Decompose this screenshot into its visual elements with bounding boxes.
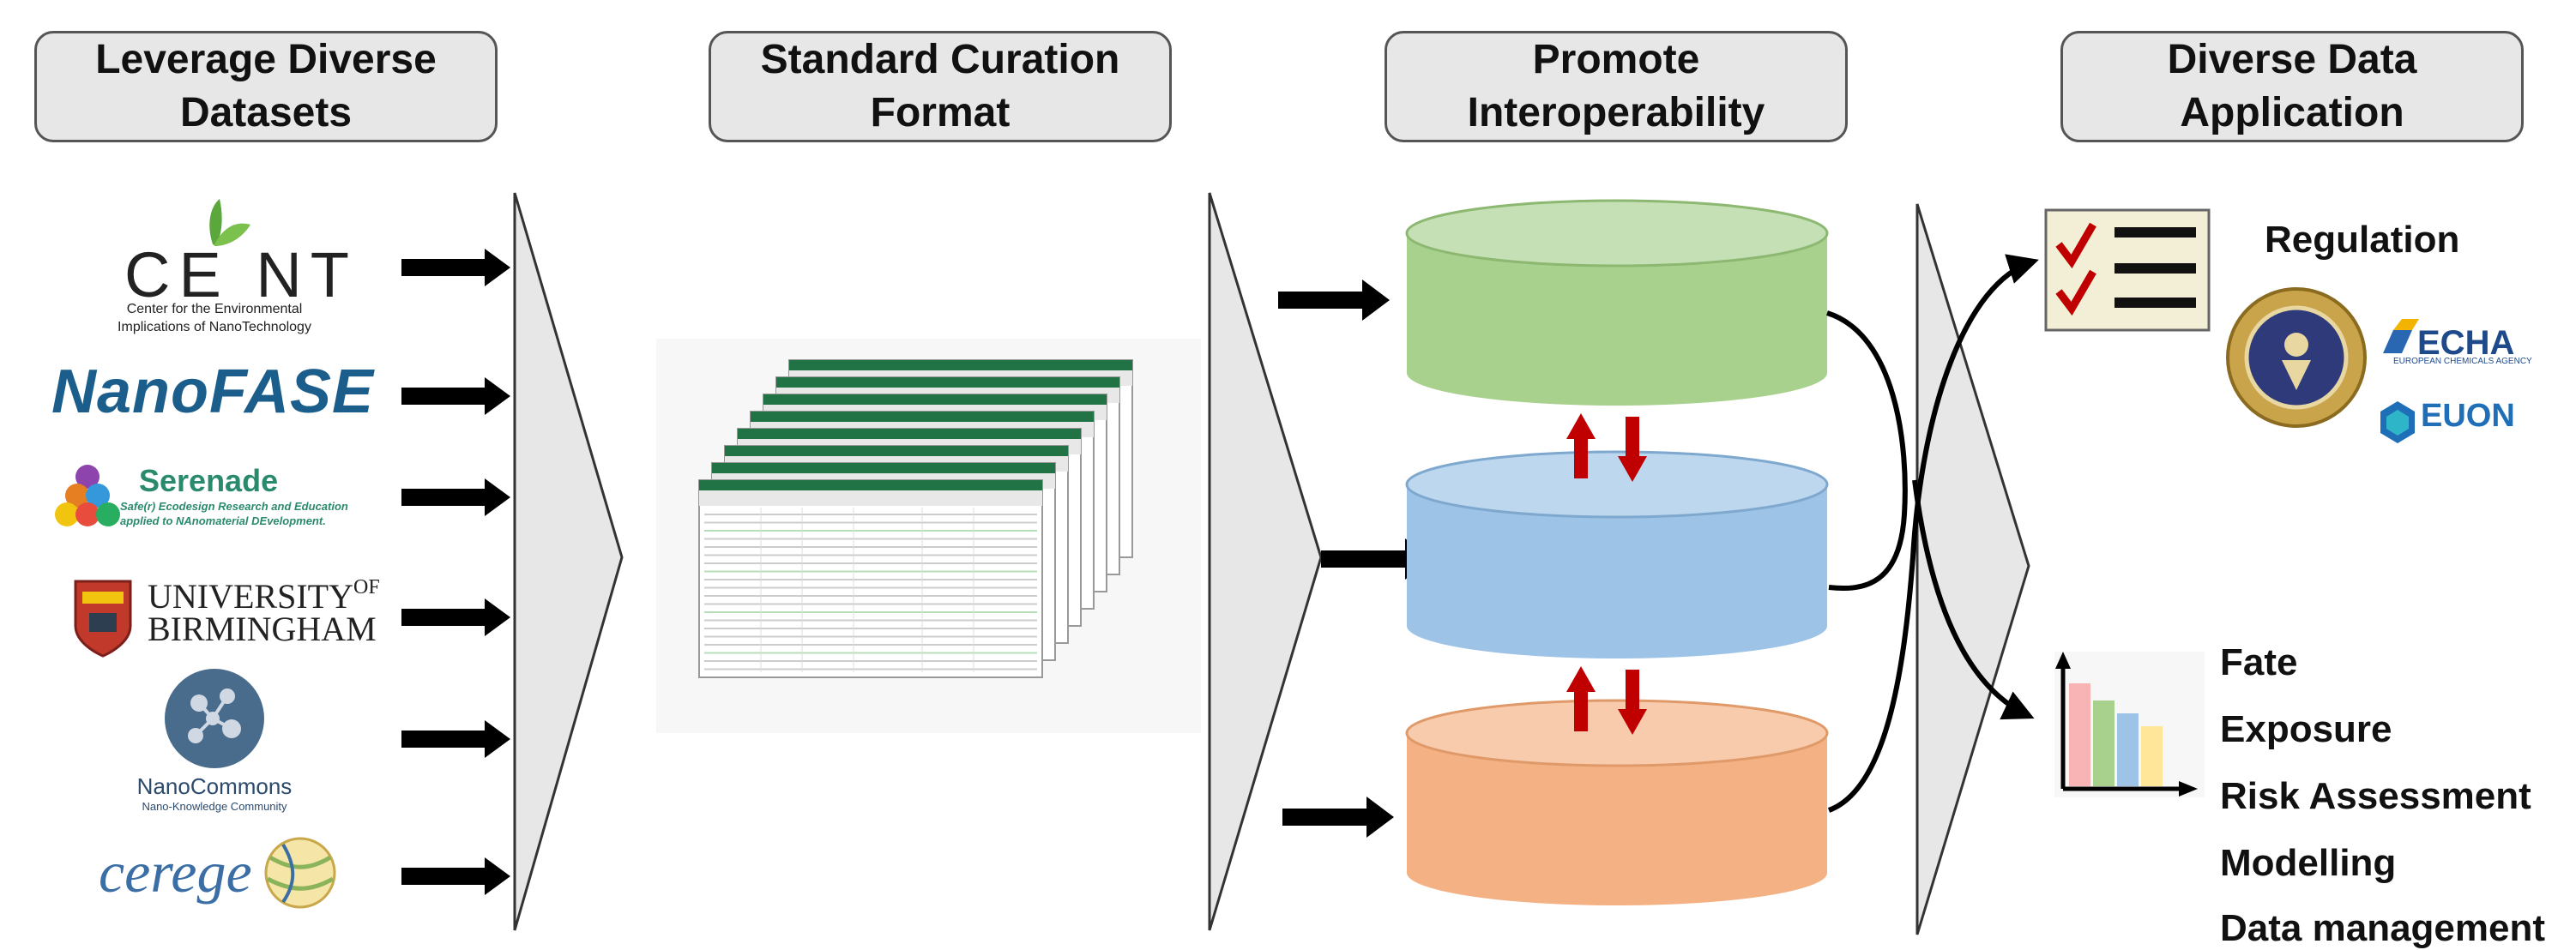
header-promote-line2: Interoperability (1467, 90, 1765, 135)
arrow-nanocommons (401, 720, 510, 758)
application-item-data-management: Data management (2220, 907, 2546, 949)
chevron-2 (1208, 192, 1323, 931)
chevron-1 (513, 192, 624, 931)
header-standard-line1: Standard Curation (760, 37, 1120, 82)
birmingham-crest-icon (74, 580, 132, 658)
serenade-icon (55, 465, 120, 526)
arrow-ceint (401, 249, 510, 286)
header-application-line2: Application (2180, 90, 2404, 135)
bar-chart-icon (2054, 652, 2205, 797)
arrow-birmingham (401, 598, 510, 636)
arrow-nanofase (401, 377, 510, 415)
spreadsheet-page (698, 479, 1043, 678)
serenade-caption-2: applied to NAnomaterial DEvelopment. (120, 514, 326, 527)
echa-logo-mark (2383, 319, 2419, 353)
serenade-logo-text: Serenade (139, 463, 279, 498)
echa-caption: EUROPEAN CHEMICALS AGENCY (2393, 357, 2532, 366)
header-leverage-datasets: Leverage Diverse Datasets (34, 31, 498, 142)
database-green (1405, 199, 1829, 406)
arrow-serenade (401, 478, 510, 516)
cerege-logo-text: cerege (99, 839, 252, 905)
header-application-line1: Diverse Data (2167, 37, 2417, 82)
birmingham-line2: BIRMINGHAM (148, 610, 377, 648)
serenade-caption-1: Safe(r) Ecodesign Research and Education (120, 500, 348, 513)
application-item-exposure: Exposure (2220, 708, 2392, 750)
birmingham-university-text: UNIVERSITY (148, 577, 353, 616)
header-standard-line2: Format (870, 90, 1010, 135)
header-promote-line1: Promote (1532, 37, 1700, 82)
arrow-cerege (401, 857, 510, 895)
sync-arrows-green-blue (1566, 413, 1647, 482)
cerege-globe-icon (264, 837, 336, 909)
nanocommons-logo-text: NanoCommons (136, 773, 293, 799)
cpsc-seal-icon (2226, 287, 2367, 428)
birmingham-of-text: OF (353, 576, 380, 598)
nanocommons-caption: Nano-Knowledge Community (142, 800, 287, 813)
header-leverage-line2: Datasets (179, 90, 353, 135)
sync-arrows-blue-orange (1566, 666, 1647, 735)
ceint-leaf-icon (209, 199, 250, 246)
arrow-to-orange-db (1282, 797, 1394, 838)
regulation-label: Regulation (2265, 219, 2460, 261)
chevron-3 (1915, 203, 2030, 935)
input-arrows-datasets (401, 249, 510, 895)
ceint-caption-1: Center for the Environmental (126, 302, 303, 316)
database-orange (1405, 699, 1829, 905)
application-item-modelling: Modelling (2220, 842, 2397, 884)
euon-logo-mark (2380, 401, 2415, 443)
nanofase-logo-text: NanoFASE (51, 358, 375, 426)
nanocommons-globe-icon (165, 669, 264, 768)
spreadsheet-stack (656, 339, 1201, 733)
application-item-fate: Fate (2220, 641, 2298, 683)
ceint-logo-text: CE NT (124, 239, 358, 310)
header-diverse-application: Diverse Data Application (2060, 31, 2524, 142)
echa-logo-text: ECHA (2417, 324, 2515, 362)
output-curves (1826, 254, 2039, 813)
arrow-to-green-db (1278, 280, 1390, 321)
ceint-caption-2: Implications of NanoTechnology (118, 320, 311, 334)
input-arrows-databases (1278, 280, 1433, 838)
database-blue (1405, 450, 1829, 658)
header-standard-curation: Standard Curation Format (709, 31, 1172, 142)
application-item-risk-assessment: Risk Assessment (2220, 775, 2531, 817)
birmingham-line1: UNIVERSITYOF (148, 576, 380, 616)
header-leverage-line1: Leverage Diverse (95, 37, 437, 82)
header-promote-interoperability: Promote Interoperability (1385, 31, 1848, 142)
euon-logo-text: EUON (2421, 398, 2515, 434)
checklist-icon (2044, 208, 2211, 332)
